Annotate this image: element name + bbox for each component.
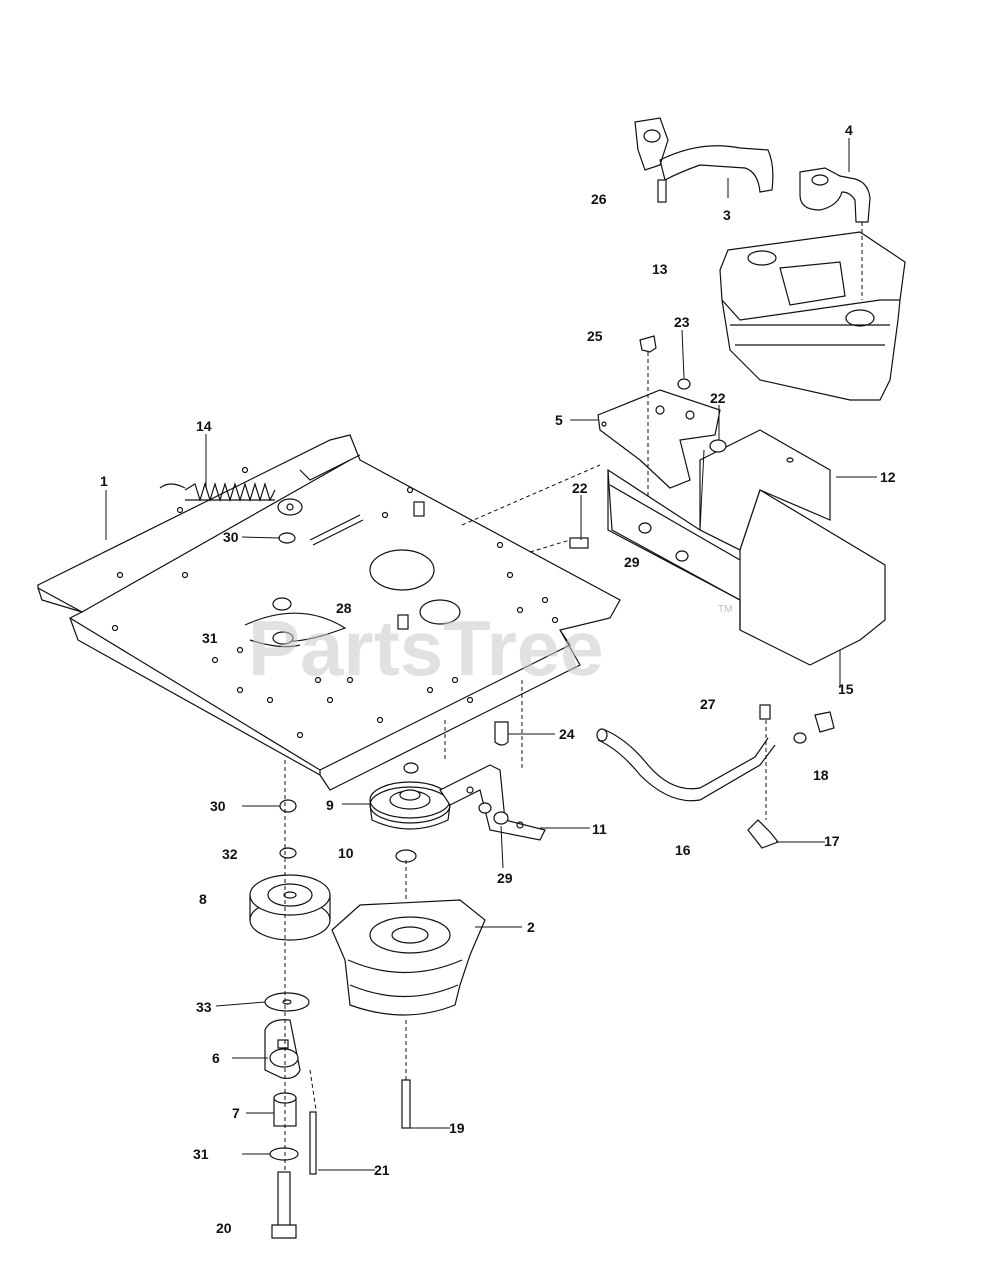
tube-16: [596, 728, 776, 802]
bolt-25: [639, 335, 657, 520]
part-label-19: 19: [449, 1120, 465, 1136]
part-label-18: 18: [813, 767, 829, 783]
part-label-33: 33: [196, 999, 212, 1015]
part-label-24: 24: [559, 726, 575, 742]
part-labels: 1 2 3 4 5 6 7 8 9 10 11 12 13 14 15 16 1…: [100, 122, 896, 1236]
part-label-4: 4: [845, 122, 853, 138]
part-label-32: 32: [222, 846, 238, 862]
part-label-5: 5: [555, 412, 563, 428]
part-label-25: 25: [587, 328, 603, 344]
part-label-29b: 29: [497, 870, 513, 886]
part-label-31a: 31: [202, 630, 218, 646]
part-label-22b: 22: [710, 390, 726, 406]
part-label-8: 8: [199, 891, 207, 907]
pulley-9: [369, 781, 451, 830]
part-label-13: 13: [652, 261, 668, 277]
part-label-7: 7: [232, 1105, 240, 1121]
pin-21: [309, 1111, 317, 1175]
part-label-31b: 31: [193, 1146, 209, 1162]
clutch-2: [331, 899, 486, 1016]
leader-lines: [105, 138, 877, 1171]
part-label-10: 10: [338, 845, 354, 861]
heat-shield: [569, 429, 886, 666]
watermark-text: PartsTree: [248, 604, 604, 692]
mounting-plate: [37, 434, 621, 791]
washer-31b: [269, 1147, 299, 1161]
bolt-20: [271, 1171, 297, 1239]
part-label-30b: 30: [210, 798, 226, 814]
idler-arm-6: [264, 1019, 301, 1079]
part-label-22a: 22: [572, 480, 588, 496]
part-label-14: 14: [196, 418, 212, 434]
part-label-1: 1: [100, 473, 108, 489]
part-label-23: 23: [674, 314, 690, 330]
part-label-28: 28: [336, 600, 352, 616]
part-label-27: 27: [700, 696, 716, 712]
part-label-17: 17: [824, 833, 840, 849]
bracket-11: [439, 764, 546, 841]
small-fasteners: [272, 532, 509, 863]
part-label-16: 16: [675, 842, 691, 858]
alignment-lines: [284, 222, 863, 1170]
part-label-15: 15: [838, 681, 854, 697]
washer-33: [264, 992, 310, 1012]
part-label-6: 6: [212, 1050, 220, 1066]
part-label-12: 12: [880, 469, 896, 485]
part-label-3: 3: [723, 207, 731, 223]
part-label-30a: 30: [223, 529, 239, 545]
fuel-tank: [719, 231, 906, 401]
bracket-5: [597, 389, 721, 489]
part-label-11: 11: [592, 821, 607, 837]
plate-holes: [111, 466, 559, 739]
watermark: PartsTree TM: [248, 604, 732, 692]
part-label-29a: 29: [624, 554, 640, 570]
part-label-2: 2: [527, 919, 535, 935]
spring: [159, 481, 303, 516]
clamp-17: [747, 819, 779, 849]
part-label-21: 21: [374, 1162, 390, 1178]
hose-4: [799, 167, 871, 223]
bolt-27: [759, 704, 771, 720]
pulley-8: [249, 874, 331, 941]
hose-3: [634, 117, 774, 203]
part-label-26: 26: [591, 191, 607, 207]
part-label-20: 20: [216, 1220, 232, 1236]
fitting-18: [793, 711, 835, 744]
pin-19: [401, 1079, 411, 1129]
nut-23: [677, 378, 691, 390]
watermark-trademark: TM: [718, 604, 732, 615]
part-label-9: 9: [326, 797, 334, 813]
